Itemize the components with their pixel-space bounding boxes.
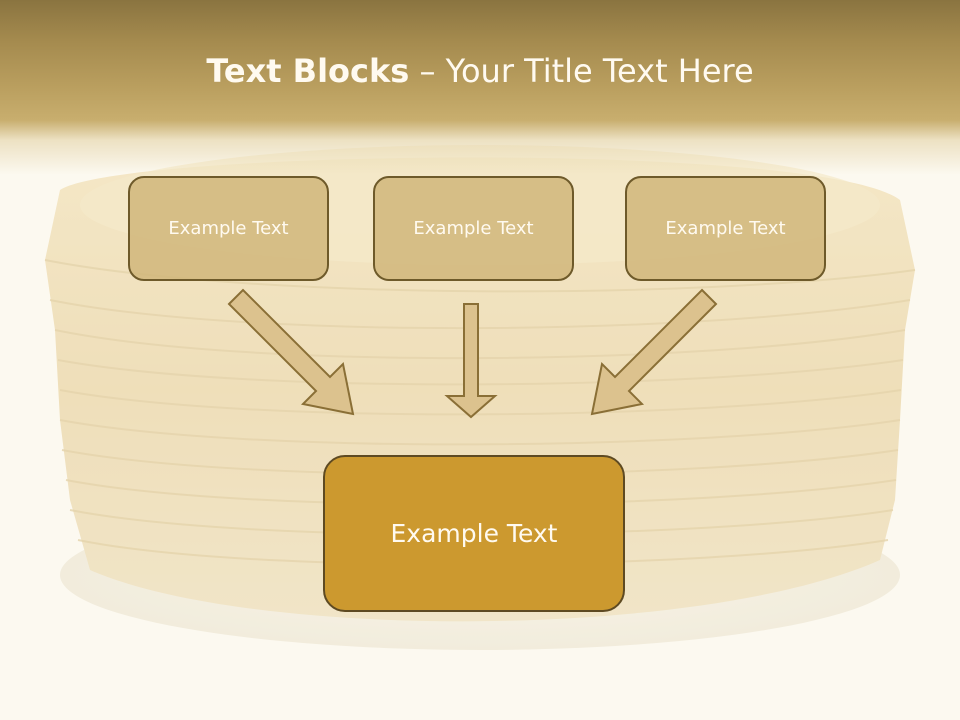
arrow-center xyxy=(444,303,498,419)
text-block-2: Example Text xyxy=(373,176,574,281)
title-rest: Your Title Text Here xyxy=(445,52,754,90)
text-block-1: Example Text xyxy=(128,176,329,281)
arrow-left xyxy=(227,288,355,416)
title-separator: – xyxy=(409,52,446,90)
text-block-3-label: Example Text xyxy=(665,218,786,239)
title-bold: Text Blocks xyxy=(206,52,410,90)
text-block-1-label: Example Text xyxy=(168,218,289,239)
main-text-block: Example Text xyxy=(323,455,625,612)
text-block-2-label: Example Text xyxy=(413,218,534,239)
text-block-3: Example Text xyxy=(625,176,826,281)
main-text-block-label: Example Text xyxy=(390,519,558,548)
slide-title: Text Blocks – Your Title Text Here xyxy=(0,52,960,90)
arrow-right xyxy=(590,288,718,416)
header-band xyxy=(0,0,960,175)
